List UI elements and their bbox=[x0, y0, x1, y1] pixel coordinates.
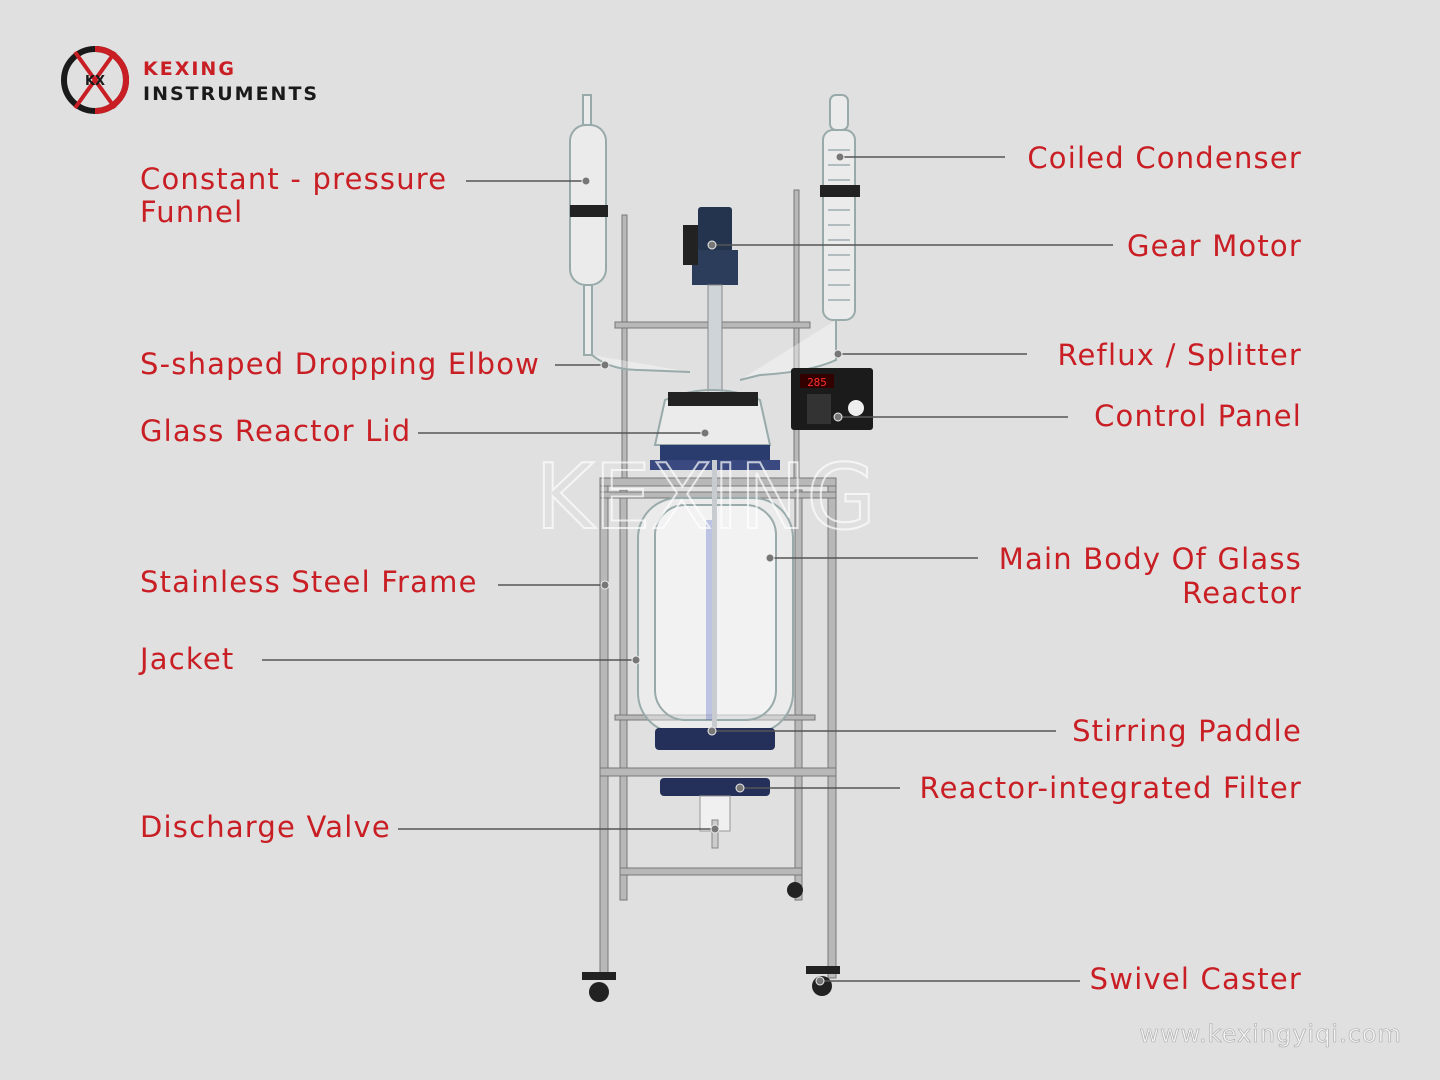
label-coiled-condenser: Coiled Condenser bbox=[835, 141, 1302, 175]
label-text: Glass Reactor Lid bbox=[140, 414, 411, 448]
label-text: Stirring Paddle bbox=[1072, 714, 1302, 748]
label-text: Funnel bbox=[140, 195, 243, 229]
logo-letters: KX bbox=[85, 74, 105, 89]
label-text: Constant - pressure bbox=[140, 162, 447, 196]
control-panel-display: 285 bbox=[807, 376, 827, 389]
center-watermark: KEXING bbox=[535, 445, 876, 550]
label-main-body-of-glass-reactor: Main Body Of Glass Reactor bbox=[765, 542, 1302, 610]
label-text: Reactor bbox=[1182, 576, 1302, 610]
label-text: Coiled Condenser bbox=[1027, 141, 1302, 175]
reactor-illustration: 285 bbox=[569, 94, 873, 1002]
label-text: Jacket bbox=[138, 642, 234, 676]
label-glass-reactor-lid: Glass Reactor Lid bbox=[140, 414, 710, 448]
label-control-panel: Control Panel bbox=[833, 399, 1302, 433]
label-text: Reactor-integrated Filter bbox=[920, 771, 1302, 805]
control-panel-drawing: 285 bbox=[791, 368, 873, 430]
label-text: Gear Motor bbox=[1127, 229, 1302, 263]
label-text: Swivel Caster bbox=[1090, 962, 1302, 996]
label-text: S-shaped Dropping Elbow bbox=[140, 347, 540, 381]
label-stirring-paddle: Stirring Paddle bbox=[707, 714, 1302, 748]
label-gear-motor: Gear Motor bbox=[707, 229, 1302, 263]
brand-subtitle: INSTRUMENTS bbox=[143, 83, 319, 105]
label-text: Main Body Of Glass bbox=[999, 542, 1302, 576]
label-text: Discharge Valve bbox=[140, 810, 391, 844]
brand-logo: KX bbox=[61, 46, 129, 114]
label-jacket: Jacket bbox=[138, 642, 641, 676]
label-constant-pressure-funnel: Constant - pressure Funnel bbox=[140, 162, 591, 229]
label-stainless-steel-frame: Stainless Steel Frame bbox=[140, 565, 610, 599]
label-reflux-splitter: Reflux / Splitter bbox=[833, 338, 1302, 372]
label-discharge-valve: Discharge Valve bbox=[140, 810, 720, 844]
label-s-shaped-dropping-elbow: S-shaped Dropping Elbow bbox=[140, 347, 610, 381]
brand-name: KEXING bbox=[143, 58, 236, 80]
label-swivel-caster: Swivel Caster bbox=[815, 962, 1302, 996]
label-text: Stainless Steel Frame bbox=[140, 565, 478, 599]
website-watermark: www.kexingyiqi.com bbox=[1139, 1020, 1402, 1048]
label-text: Control Panel bbox=[1094, 399, 1302, 433]
label-reactor-integrated-filter: Reactor-integrated Filter bbox=[735, 771, 1302, 805]
label-text: Reflux / Splitter bbox=[1057, 338, 1302, 372]
